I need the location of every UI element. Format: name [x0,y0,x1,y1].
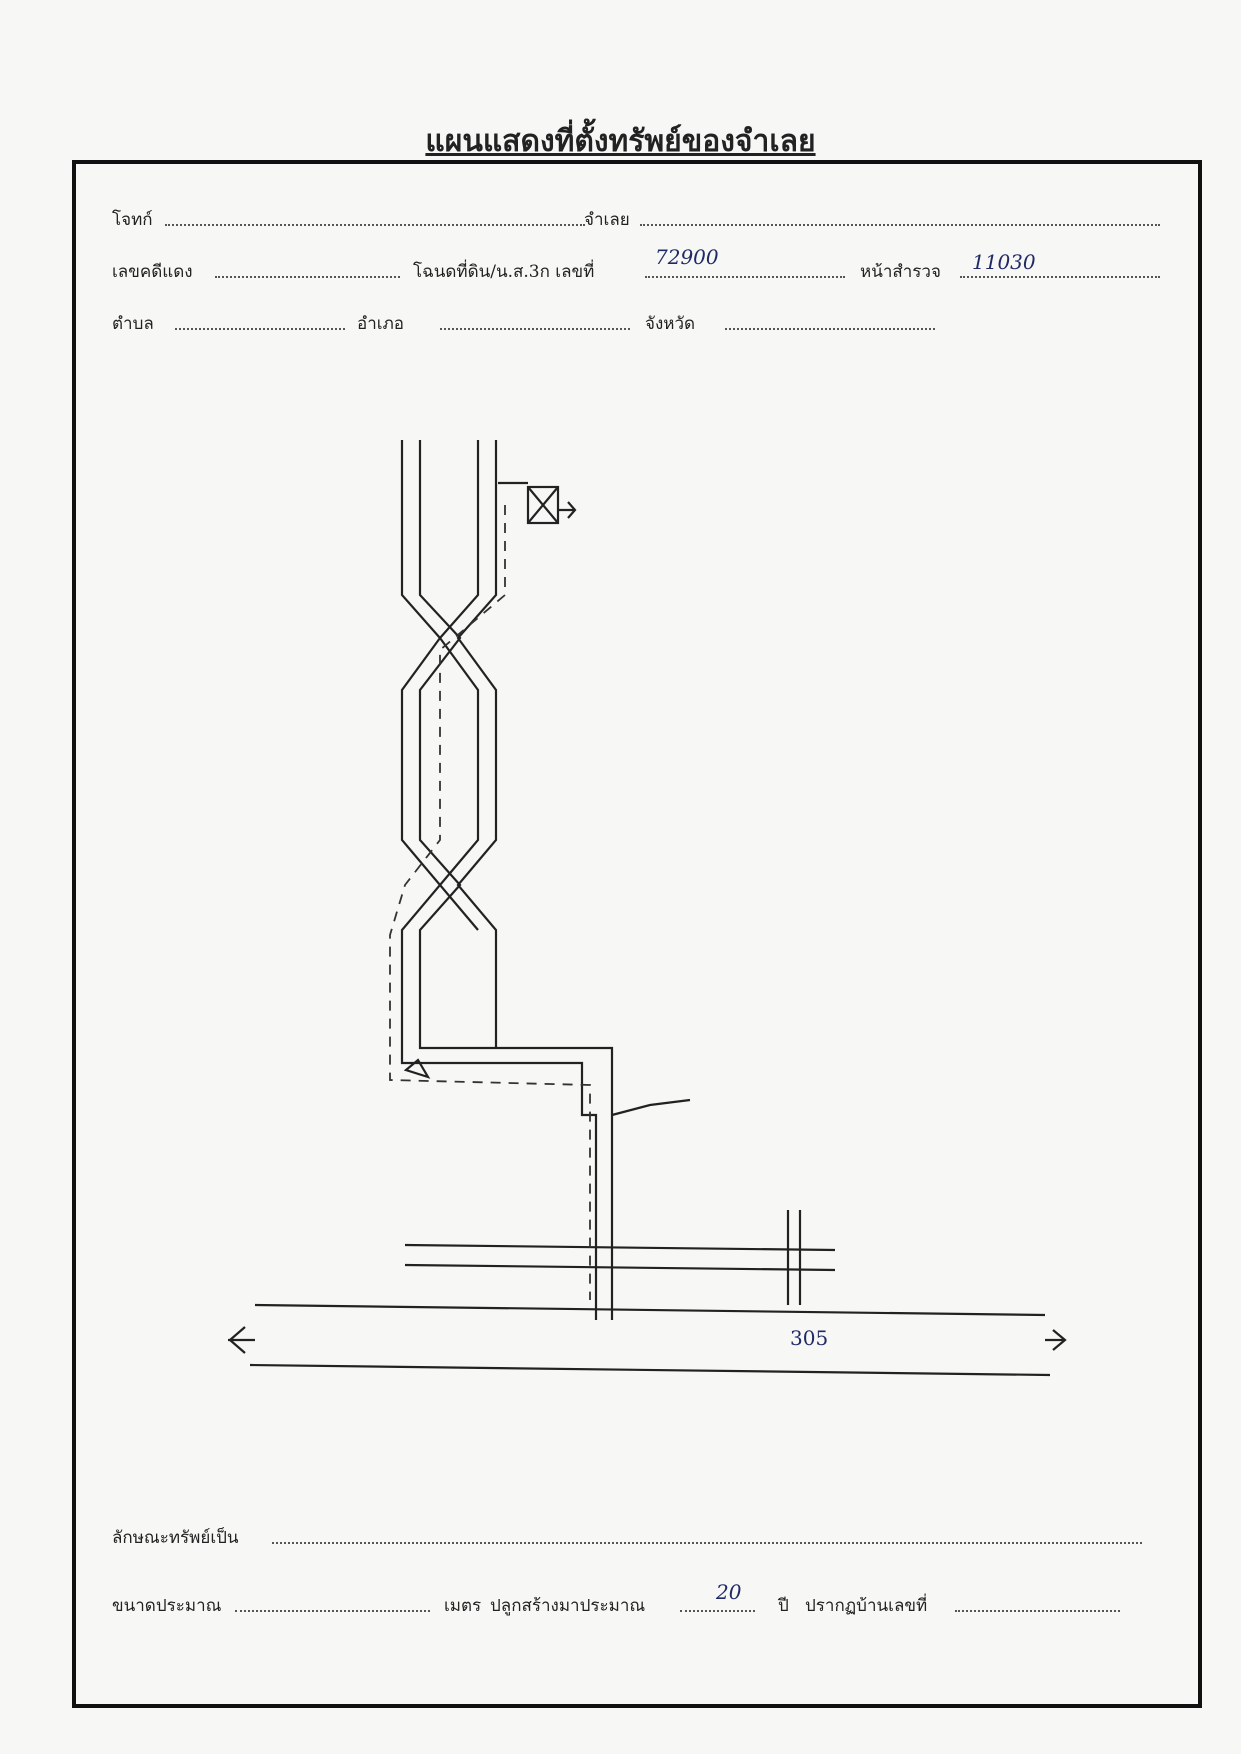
black-case-line [215,276,400,278]
black-case-label: เลขคดีแดง [112,262,193,282]
meter-label: เมตร [444,1596,482,1616]
province-line [725,328,935,330]
plaintiff-line [165,224,585,226]
document-frame [72,160,1202,1708]
province-label: จังหวัด [645,314,696,334]
deed-line [645,276,845,278]
property-type-line [272,1542,1142,1544]
subdistrict-label: ตำบล [112,314,154,334]
district-label: อำเภอ [357,314,404,334]
district-line [440,328,630,330]
survey-page-line [960,276,1160,278]
survey-page-label: หน้าสำรวจ [860,262,941,282]
subdistrict-line [175,328,345,330]
property-type-label: ลักษณะทรัพย์เป็น [112,1528,239,1548]
deed-value: 72900 [655,245,719,269]
size-label: ขนาดประมาณ [112,1596,222,1616]
page-title: แผนแสดงที่ตั้งทรัพย์ของจำเลย [425,124,816,159]
house-no-line [955,1610,1120,1612]
size-line [235,1610,430,1612]
defendant-label: จำเลย [584,210,630,230]
house-no-label: ปรากฏบ้านเลขที่ [805,1596,928,1616]
survey-page-value: 11030 [972,250,1036,274]
built-line [680,1610,755,1612]
built-years: 20 [716,1580,742,1604]
deed-label: โฉนดที่ดิน/น.ส.3ก เลขที่ [413,262,595,282]
defendant-line [640,224,1160,226]
year-label: ปี [778,1596,789,1616]
built-label: ปลูกสร้างมาประมาณ [490,1596,646,1616]
plaintiff-label: โจทก์ [112,210,153,230]
